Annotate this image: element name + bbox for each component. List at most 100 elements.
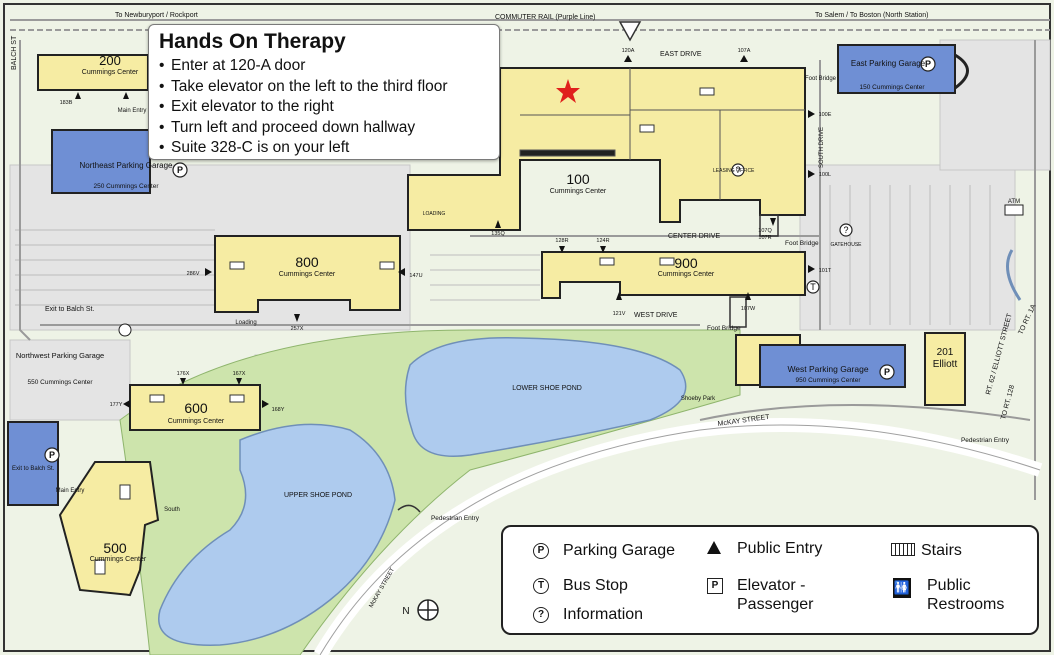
building-500	[58, 461, 160, 597]
direction-step-text: Turn left and proceed down hallway	[171, 118, 416, 136]
legend-label: Public Entry	[737, 540, 823, 557]
building-800-num: 800	[295, 254, 319, 270]
building-100-interior	[519, 68, 805, 200]
direction-step-text: Enter at 120-A door	[171, 57, 306, 74]
building-100-num: 100	[566, 171, 590, 187]
foot-bridges	[397, 214, 779, 513]
direction-step-text: Take elevator on the left to the third f…	[171, 77, 448, 95]
direction-step: •Take elevator on the left to the third …	[159, 77, 489, 98]
building-100-name: Cummings Center	[550, 188, 607, 195]
parking-stripes	[15, 185, 991, 325]
restrooms-icon: 🚻	[893, 578, 911, 598]
door-147u: 147U	[409, 273, 422, 279]
door-168y: 168Y	[272, 407, 285, 413]
bus-stop-circle-icon	[806, 280, 820, 294]
directions-list: •Enter at 120-A door •Take elevator on t…	[159, 56, 489, 159]
map-border	[3, 3, 1051, 652]
street-balch: BALCH ST	[11, 35, 18, 70]
bus-glyph: T	[810, 282, 816, 292]
bullet: •	[159, 57, 165, 74]
bus-stop-circle-icon: T	[533, 578, 549, 594]
garage-northeast-name: Northeast Parking Garage	[80, 161, 173, 170]
upper-shoe-pond	[158, 423, 396, 646]
bullet: •	[159, 98, 165, 115]
direction-step: •Turn left and proceed down hallway	[159, 118, 489, 139]
roundabout-left	[118, 323, 132, 337]
loading-label-2: LOADING	[423, 211, 446, 217]
directions-callout: Hands On Therapy •Enter at 120-A door •T…	[148, 24, 500, 160]
gatehouse-info-icon	[839, 223, 853, 237]
door-128r: 128R	[555, 238, 568, 244]
northwest-exit-garage-shape	[7, 421, 59, 506]
pond-lower-label: LOWER SHOE POND	[512, 385, 582, 392]
legend-label: Elevator - Passenger	[737, 577, 814, 613]
compass-n-label: N	[402, 606, 409, 617]
garage-northwest-name: Northwest Parking Garage	[16, 351, 104, 360]
information-circle-icon	[731, 163, 745, 177]
loading-label: Loading	[235, 320, 256, 326]
garage-west-name: West Parking Garage	[787, 364, 868, 374]
legend-label: Bus Stop	[563, 577, 628, 594]
legend-label: Public Restrooms	[927, 577, 1005, 613]
bullet: •	[159, 139, 165, 156]
door-124r: 124R	[596, 238, 609, 244]
street-east-drive: EAST DRIVE	[660, 51, 702, 58]
door-107a: 107A	[738, 48, 751, 54]
road-newburyport: To Newburyport / Rockport	[115, 12, 198, 19]
garage-east-name: East Parking Garage	[851, 59, 926, 68]
pedestrian-entry-label: Pedestrian Entry	[961, 437, 1010, 444]
building-800-name: Cummings Center	[279, 271, 336, 278]
garage-northwest-addr: 550 Cummings Center	[27, 379, 93, 386]
roundabout-right	[1006, 249, 1022, 301]
door-183b: 183B	[60, 100, 73, 106]
south-label: South	[164, 507, 180, 513]
callout-title: Hands On Therapy	[159, 30, 346, 53]
public-entry-triangle-icon	[707, 541, 721, 554]
building-200-num: 200	[99, 53, 121, 68]
building-600-num: 600	[184, 400, 208, 416]
door-286v: 286V	[187, 271, 200, 277]
northeast-garage-shape	[51, 129, 151, 194]
door-167x: 167X	[233, 371, 246, 377]
door-257x: 257X	[291, 326, 304, 332]
gatehouse-label: GATEHOUSE	[830, 242, 862, 248]
svg-text:P: P	[49, 450, 55, 460]
garage-east-addr: 150 Cummings Center	[859, 84, 925, 91]
exit-balch-2: Exit to Balch St.	[12, 466, 55, 472]
info-glyph: ?	[735, 165, 740, 175]
building-900-num: 900	[674, 255, 698, 271]
svg-text:P: P	[884, 367, 890, 377]
building-201-num: 201	[937, 347, 954, 358]
callout-pointer	[618, 21, 642, 42]
pedestrian-entry-label-2: Pedestrian Entry	[431, 515, 480, 522]
door-120a: 120A	[622, 48, 635, 54]
svg-text:P: P	[925, 59, 931, 69]
shoeby-park-label: Shoeby Park	[681, 396, 716, 402]
elevator-square-icon: P	[707, 578, 723, 594]
stairs-markers	[94, 87, 715, 575]
building-500-name: Cummings Center	[90, 556, 147, 563]
stairs-icon	[891, 543, 915, 556]
building-900-name: Cummings Center	[658, 271, 715, 278]
building-500-num: 500	[103, 540, 127, 556]
door-100l: 100L	[819, 172, 831, 178]
pond-upper-label: UPPER SHOE POND	[284, 492, 352, 499]
door-177y: 177Y	[110, 402, 123, 408]
garage-p-icons	[44, 56, 936, 463]
map-legend: P Parking Garage Public Entry Stairs T B…	[501, 525, 1039, 635]
street-center-drive: CENTER DRIVE	[668, 233, 720, 240]
street-west-drive: WEST DRIVE	[634, 312, 678, 319]
door-101t: 101T	[819, 268, 832, 274]
legend-label: Parking Garage	[563, 542, 676, 559]
building-201-name: Elliott	[933, 359, 958, 370]
legend-label: Information	[563, 606, 644, 623]
gatehouse-info-glyph: ?	[843, 225, 848, 235]
building-100	[407, 67, 806, 231]
east-garage-ramp	[954, 53, 969, 90]
garage-west-addr: 950 Cummings Center	[795, 377, 861, 384]
lower-shoe-pond	[404, 336, 687, 457]
building-600-name: Cummings Center	[168, 418, 225, 425]
building-shapes	[37, 54, 966, 597]
parking-circle-icon: P	[533, 543, 549, 559]
